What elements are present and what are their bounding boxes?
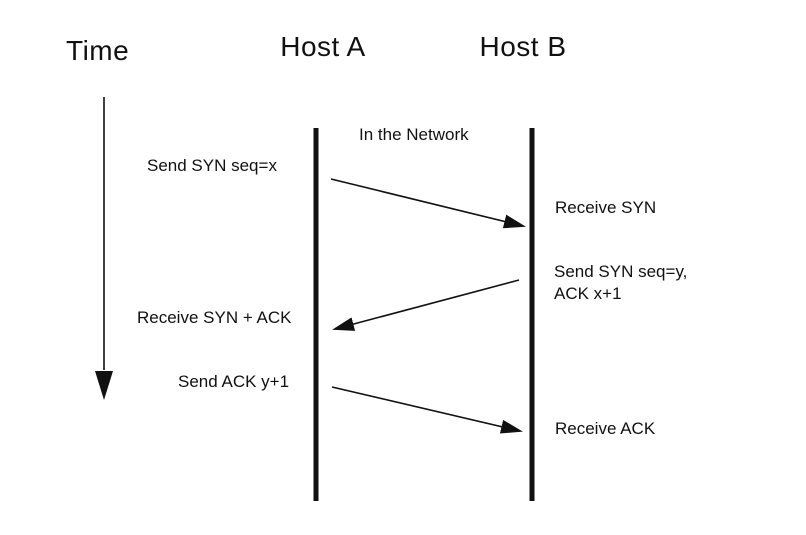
send-syn-ack-label: Send SYN seq=y, ACK x+1 — [554, 262, 688, 303]
syn-message-arrow — [330, 178, 526, 229]
host-a-title: Host A — [280, 31, 366, 62]
network-region-label: In the Network — [359, 125, 469, 144]
ack-message-arrow — [331, 386, 523, 434]
time-axis-title: Time — [66, 35, 130, 66]
receive-syn-label: Receive SYN — [555, 198, 657, 217]
send-syn-label: Send SYN seq=x — [147, 156, 277, 175]
send-ack-label: Send ACK y+1 — [178, 372, 290, 391]
time-axis-arrowhead-icon — [95, 371, 113, 400]
receive-ack-label: Receive ACK — [555, 419, 656, 438]
host-b-title: Host B — [479, 31, 567, 62]
syn-ack-message-arrow — [332, 279, 520, 331]
receive-syn-ack-label: Receive SYN + ACK — [137, 308, 292, 327]
